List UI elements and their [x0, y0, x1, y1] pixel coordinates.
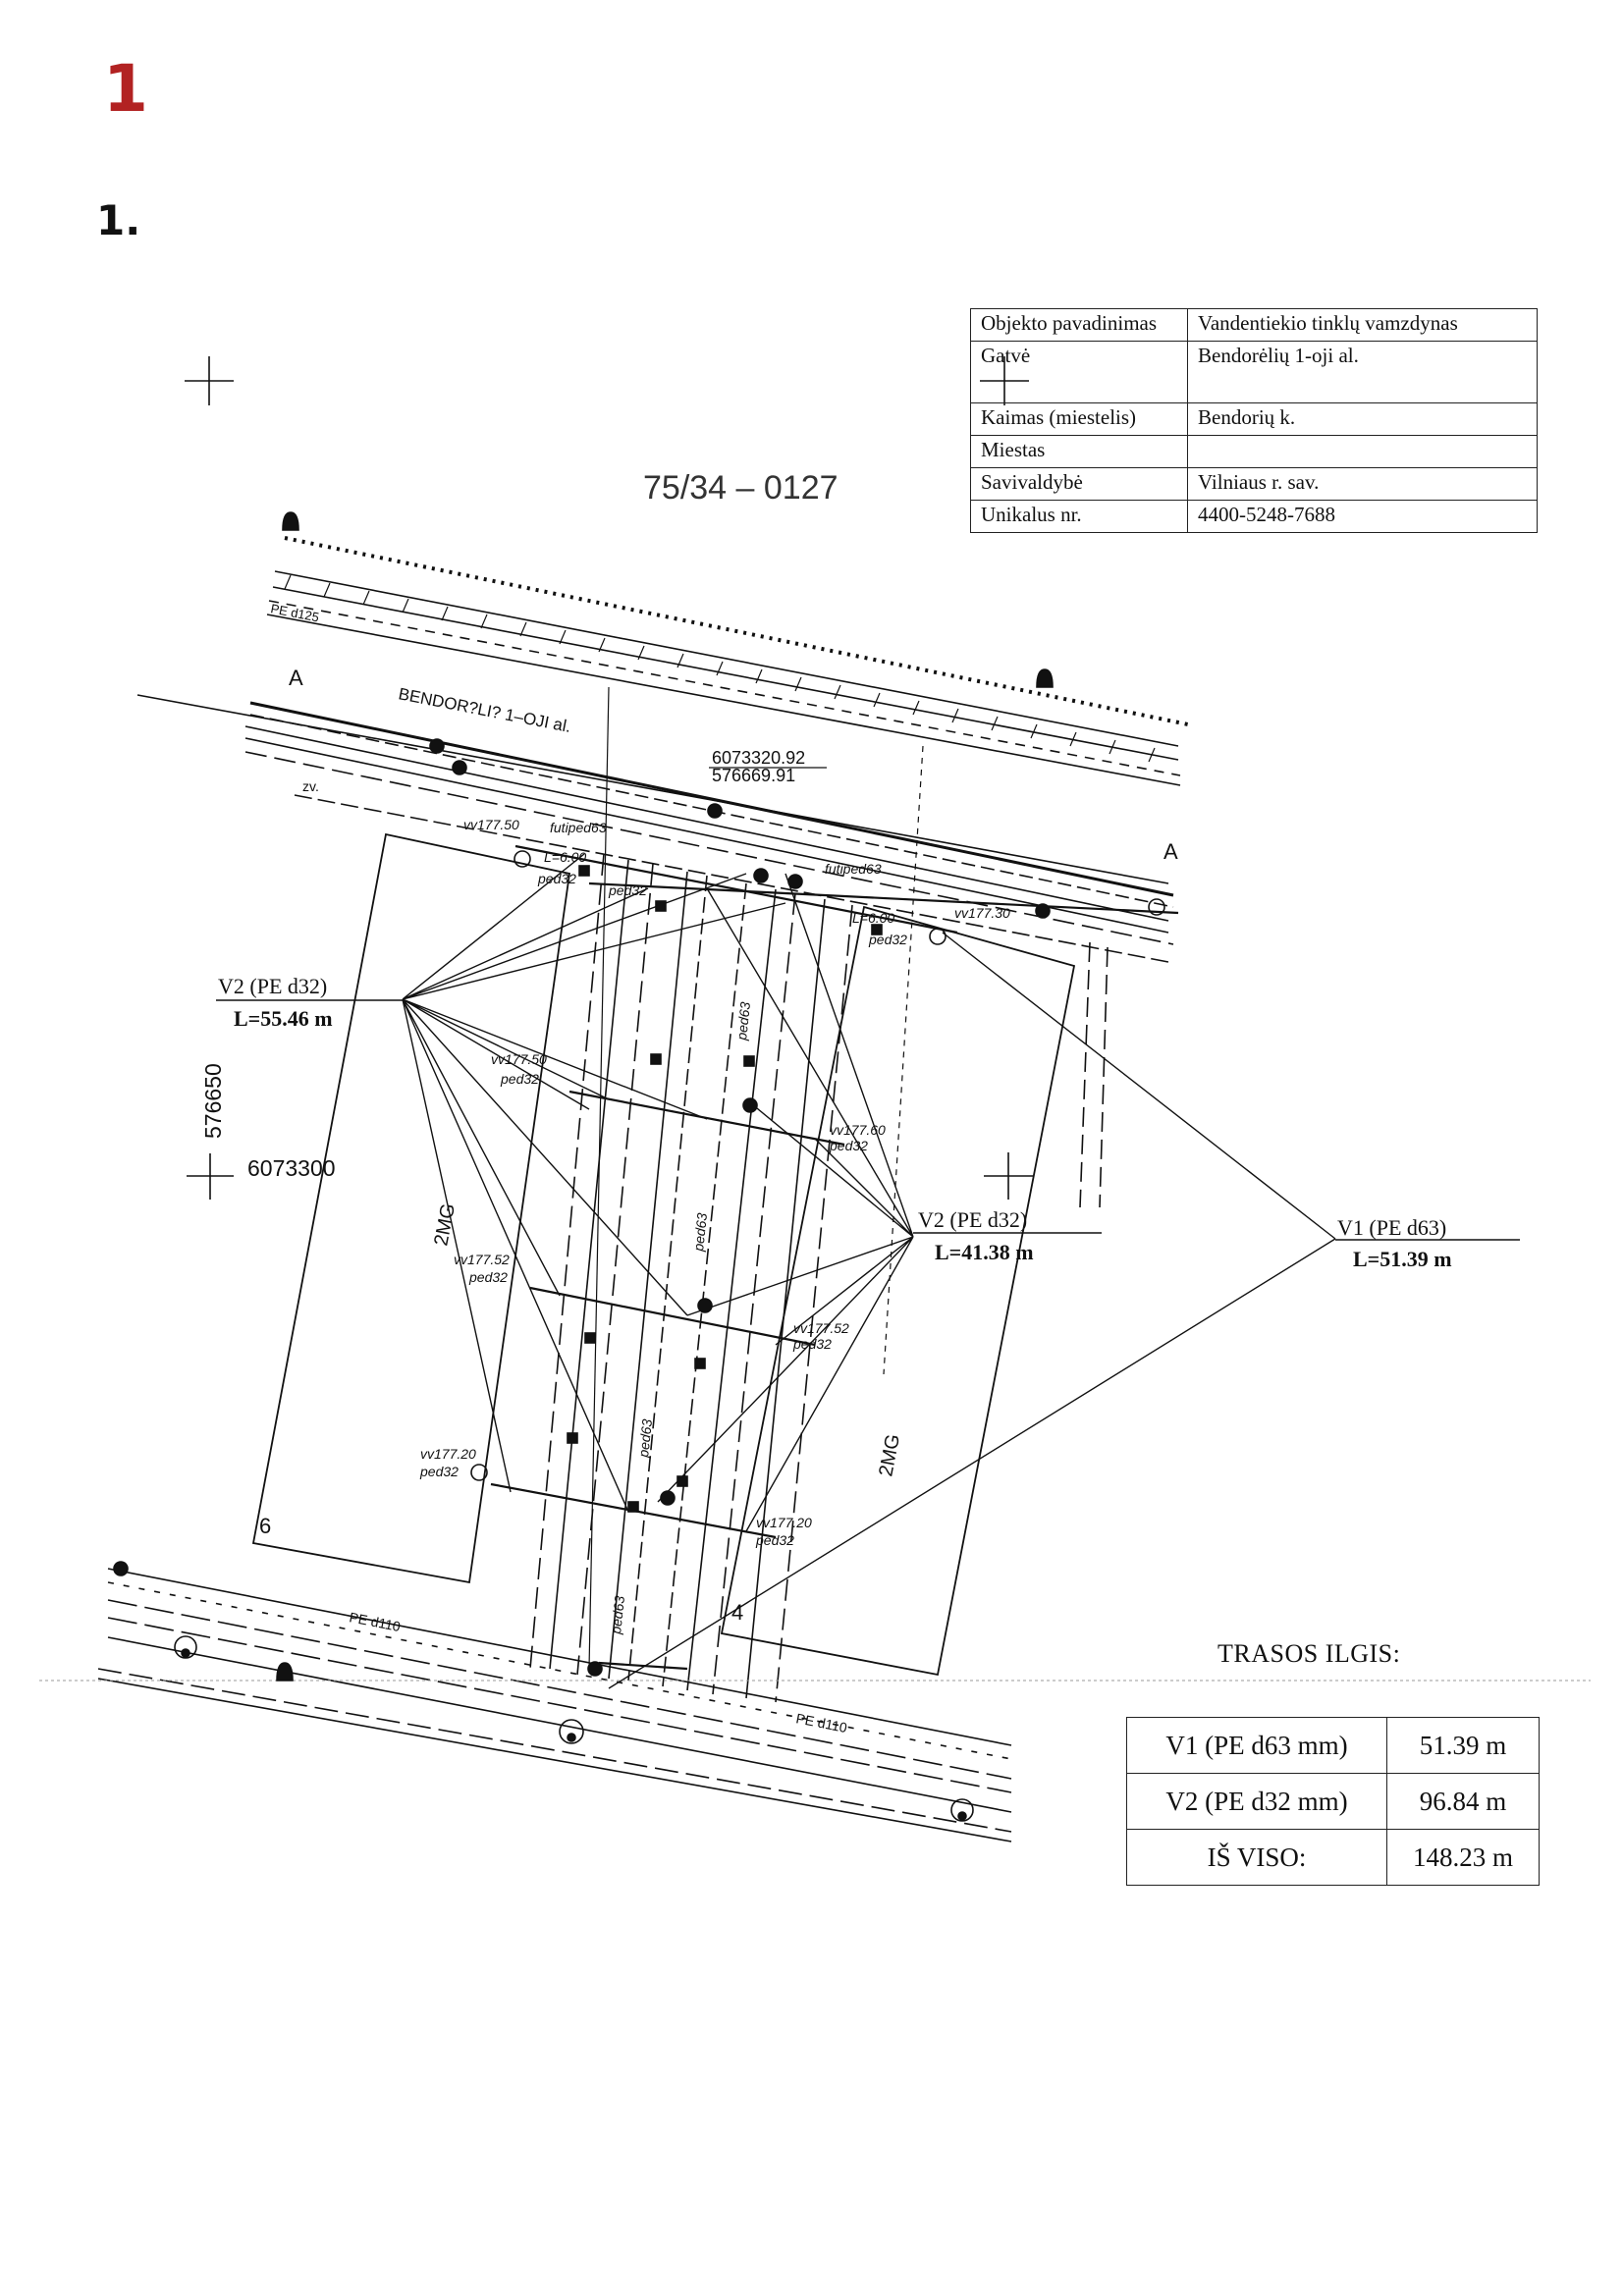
street-name-label: BENDOR?LI? 1–OJI al.	[397, 684, 572, 736]
info-value: 4400-5248-7688	[1187, 500, 1538, 533]
table-row: Kaimas (miestelis)Bendorių k.	[970, 402, 1538, 436]
length-label: L=6.00	[852, 910, 894, 926]
parcel-4-outline	[720, 905, 1076, 1677]
route-length-table: V1 (PE d63 mm)51.39 m V2 (PE d32 mm)96.8…	[1126, 1717, 1540, 1886]
fence-hatching	[284, 574, 1156, 763]
elevation-label: vv177.30	[954, 905, 1010, 921]
route-length-title: TRASOS ILGIS:	[1217, 1639, 1401, 1668]
pipe-size-label: ped63	[635, 1418, 655, 1460]
branch-pipes	[490, 844, 1179, 1671]
elevation-label: vv177.52	[793, 1320, 849, 1336]
info-key: Kaimas (miestelis)	[970, 402, 1188, 436]
registration-cross-icon	[185, 356, 234, 405]
table-row: V2 (PE d32 mm)96.84 m	[1126, 1773, 1540, 1830]
parcel-number-label: 75/34 – 0127	[643, 469, 839, 507]
pipe-size-label: futiped63	[825, 861, 882, 877]
manhole-icon	[559, 1719, 584, 1744]
pipe-top-label: PE d125	[269, 601, 320, 624]
elevation-label: vv177.20	[420, 1446, 476, 1462]
elevation-label: vv177.50	[491, 1051, 547, 1067]
pipe-size-label: ped63	[608, 1595, 627, 1636]
bottom-road-band	[39, 1568, 1591, 1842]
pipe-size-label: ped63	[733, 1001, 753, 1042]
pipe-size-label: ped32	[500, 1071, 539, 1087]
route-length: 96.84 m	[1386, 1773, 1540, 1830]
info-key: Savivaldybė	[970, 467, 1188, 501]
info-key: Unikalus nr.	[970, 500, 1188, 533]
bell-icon	[276, 1662, 294, 1682]
info-key: Objekto pavadinimas	[970, 308, 1188, 342]
pipe-size-label: ped32	[608, 882, 647, 898]
grid-x-label: 6073300	[247, 1155, 336, 1181]
info-value: Bendorių k.	[1187, 402, 1538, 436]
coordinate-y-label: 576669.91	[712, 766, 795, 785]
page-number: 1	[103, 51, 148, 127]
callout-leader-lines	[402, 853, 1336, 1689]
table-row: IŠ VISO:148.23 m	[1126, 1829, 1540, 1886]
route-name: V1 (PE d63 mm)	[1126, 1717, 1387, 1774]
route-name: IŠ VISO:	[1126, 1829, 1387, 1886]
info-value	[1187, 435, 1538, 468]
parcel-6-outline	[251, 832, 571, 1584]
elevation-label: vv177.60	[830, 1122, 886, 1138]
pipe-size-label: futiped63	[550, 820, 607, 835]
elevation-label: vv177.50	[463, 817, 519, 832]
callout-v1-title: V1 (PE d63)	[1337, 1215, 1446, 1240]
info-key: Miestas	[970, 435, 1188, 468]
length-label: L=6.00	[544, 849, 586, 865]
pipe-bottom-label: PE d110	[794, 1710, 848, 1735]
info-value: Bendorėlių 1-oji al.	[1187, 341, 1538, 403]
lot-4-label: 4	[731, 1600, 743, 1625]
table-row: V1 (PE d63 mm)51.39 m	[1126, 1717, 1540, 1774]
elevation-label: vv177.20	[756, 1515, 812, 1530]
pipe-size-label: ped32	[829, 1138, 868, 1153]
valve-node-icon	[429, 738, 1051, 1677]
grid-y-label: 576650	[200, 1063, 226, 1139]
pipe-size-label: ped32	[792, 1336, 832, 1352]
bell-icon	[282, 511, 299, 531]
info-value: Vandentiekio tinklų vamzdynas	[1187, 308, 1538, 342]
info-value: Vilniaus r. sav.	[1187, 467, 1538, 501]
pipe-size-label: ped32	[419, 1464, 459, 1479]
route-length: 51.39 m	[1386, 1717, 1540, 1774]
registration-cross-icon	[984, 1152, 1033, 1200]
pipe-size-label: ped32	[868, 932, 907, 947]
manhole-icon	[950, 1798, 974, 1822]
coordinate-x-label: 6073320.92	[712, 748, 805, 768]
table-row: Miestas	[970, 435, 1538, 468]
street-corridor	[529, 686, 1109, 1703]
parcel-2mg-label: 2MG	[875, 1432, 904, 1478]
info-key: Gatvė	[970, 341, 1188, 403]
pipe-size-label: ped32	[755, 1532, 794, 1548]
callout-v2-mid-title: V2 (PE d32)	[918, 1207, 1027, 1232]
section-number: 1.	[96, 196, 141, 244]
zv-label: zv.	[302, 778, 319, 794]
pipe-size-label: ped32	[468, 1269, 508, 1285]
registration-cross-icon	[187, 1153, 234, 1200]
manhole-icon	[174, 1635, 197, 1659]
section-marker-a: A	[289, 666, 303, 690]
elevation-label: vv177.52	[454, 1252, 510, 1267]
hydrant-icon	[113, 1561, 129, 1576]
section-marker-a: A	[1163, 839, 1178, 864]
pipe-size-label: ped63	[690, 1212, 710, 1254]
pipe-size-label: ped32	[537, 871, 576, 886]
meter-circle-icon	[470, 850, 1165, 1481]
callout-v2-left-title: V2 (PE d32)	[218, 974, 327, 998]
callout-v2-mid-length: L=41.38 m	[935, 1240, 1034, 1264]
table-row: Unikalus nr.4400-5248-7688	[970, 500, 1538, 533]
lot-6-label: 6	[259, 1514, 271, 1538]
top-road-band	[136, 536, 1189, 963]
callout-v2-left-length: L=55.46 m	[234, 1006, 333, 1031]
bell-icon	[1036, 668, 1054, 688]
callout-v1-length: L=51.39 m	[1353, 1247, 1452, 1271]
route-name: V2 (PE d32 mm)	[1126, 1773, 1387, 1830]
route-length: 148.23 m	[1386, 1829, 1540, 1886]
